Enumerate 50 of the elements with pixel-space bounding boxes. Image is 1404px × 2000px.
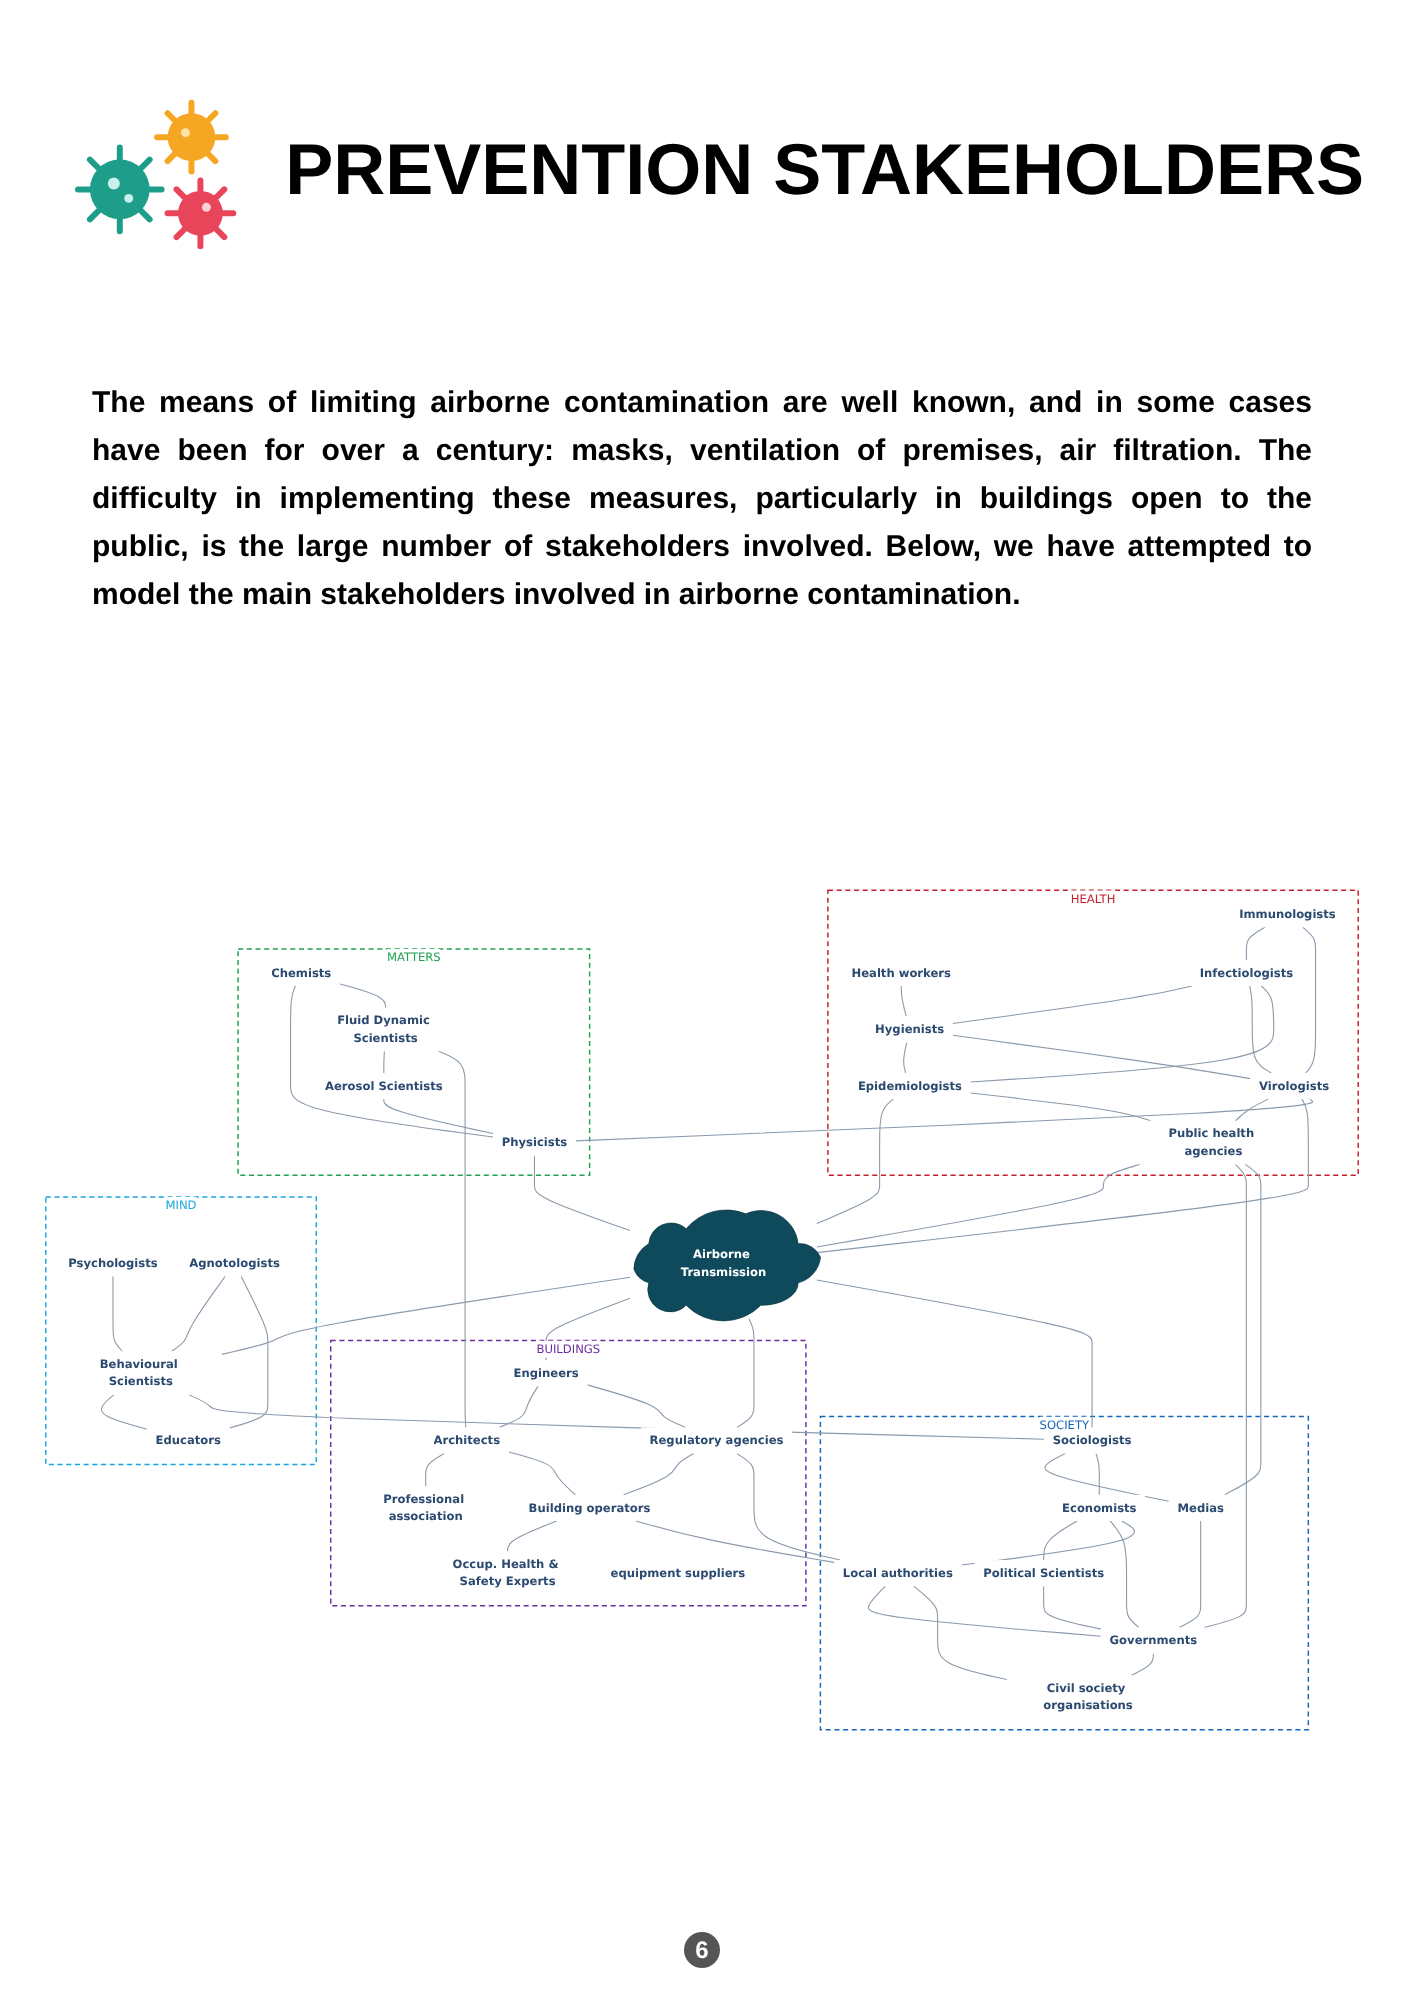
connector	[1302, 926, 1317, 1074]
connector	[1131, 1653, 1154, 1676]
connector	[1043, 1585, 1102, 1630]
connector	[507, 1520, 558, 1552]
connector	[1203, 1163, 1247, 1629]
connector	[913, 1585, 1008, 1681]
connector	[425, 1453, 445, 1487]
connector	[1044, 1453, 1170, 1502]
connector	[508, 1451, 576, 1496]
connector	[438, 1050, 467, 1428]
connector	[1249, 985, 1272, 1074]
connector	[339, 983, 387, 1009]
connector	[903, 1041, 908, 1074]
connector	[1224, 1163, 1262, 1496]
connector	[290, 985, 494, 1138]
connector	[970, 985, 1275, 1083]
connector	[112, 1275, 123, 1352]
connector	[1095, 1453, 1100, 1496]
connector	[952, 1034, 1251, 1080]
connector	[623, 1453, 695, 1496]
connector	[383, 1050, 385, 1074]
connector	[816, 1098, 894, 1225]
connector	[171, 1275, 226, 1352]
connector	[867, 1585, 1102, 1637]
connector	[586, 1384, 687, 1428]
connector	[952, 985, 1193, 1025]
connector	[960, 1520, 1135, 1566]
connector	[498, 1385, 539, 1428]
connector	[736, 1318, 755, 1428]
title: PREVENTION STAKEHOLDERS	[285, 128, 1364, 212]
connector	[1043, 1520, 1078, 1561]
connector	[635, 1520, 835, 1563]
connector	[736, 1453, 841, 1561]
connector	[100, 1394, 148, 1430]
page-number: 6	[684, 1932, 720, 1968]
connector	[816, 1279, 1093, 1428]
connector	[1235, 1098, 1269, 1122]
connector	[229, 1275, 269, 1429]
connector	[900, 985, 907, 1017]
connector	[1245, 926, 1266, 961]
connector	[533, 1155, 631, 1232]
connector	[383, 1098, 494, 1135]
connector	[1178, 1520, 1202, 1629]
connector	[575, 1098, 1314, 1142]
connector	[816, 1098, 1309, 1254]
connector	[221, 1276, 631, 1355]
connector	[970, 1092, 1151, 1122]
connector	[816, 1163, 1141, 1248]
intro-paragraph: The means of limiting airborne contamination are well known, and in some cases have been for over a century: masks, ventilation of premises, air filtration. The difficulty in implementing these measures, particularly in buildings open to the public, is the large number of stakeholders involved. Below, we have attempted to model the main stakeholders involved in airborne contamination.	[92, 384, 1312, 616]
connector	[1109, 1520, 1140, 1629]
